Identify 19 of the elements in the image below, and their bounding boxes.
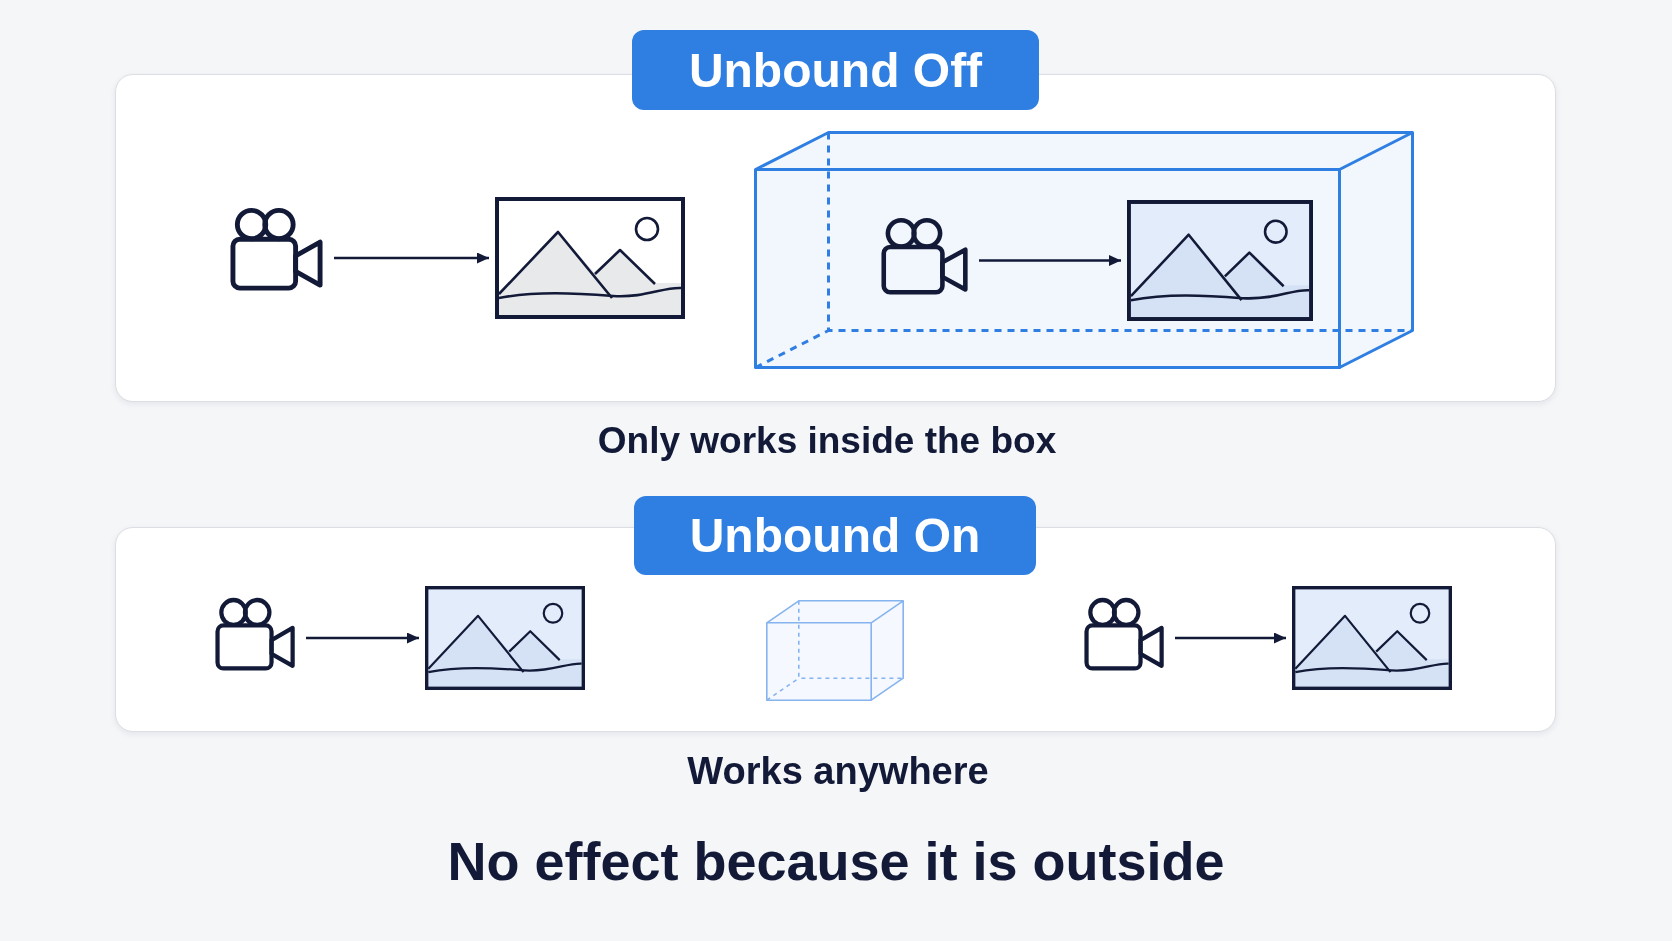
picture-icon [1292, 586, 1452, 690]
video-camera-icon [230, 207, 324, 291]
arrow [979, 255, 1121, 266]
arrow [1175, 632, 1286, 644]
arrow [334, 252, 489, 264]
video-camera-icon [215, 597, 296, 671]
arrow [306, 632, 419, 644]
heading-badge: Unbound Off [632, 30, 1039, 110]
video-camera-icon [1084, 597, 1165, 671]
panel-caption: Only works inside the box [597, 420, 1057, 463]
wireframe-box [754, 131, 1414, 369]
caption-text: No effect because it is outside [447, 830, 1225, 893]
wireframe-box [766, 600, 904, 701]
picture-icon [1127, 200, 1313, 321]
picture-icon [425, 586, 585, 690]
picture-icon [495, 197, 685, 319]
panel-caption: Works anywhere [687, 750, 989, 794]
video-camera-icon [881, 217, 969, 295]
heading-badge: Unbound On [634, 496, 1036, 575]
